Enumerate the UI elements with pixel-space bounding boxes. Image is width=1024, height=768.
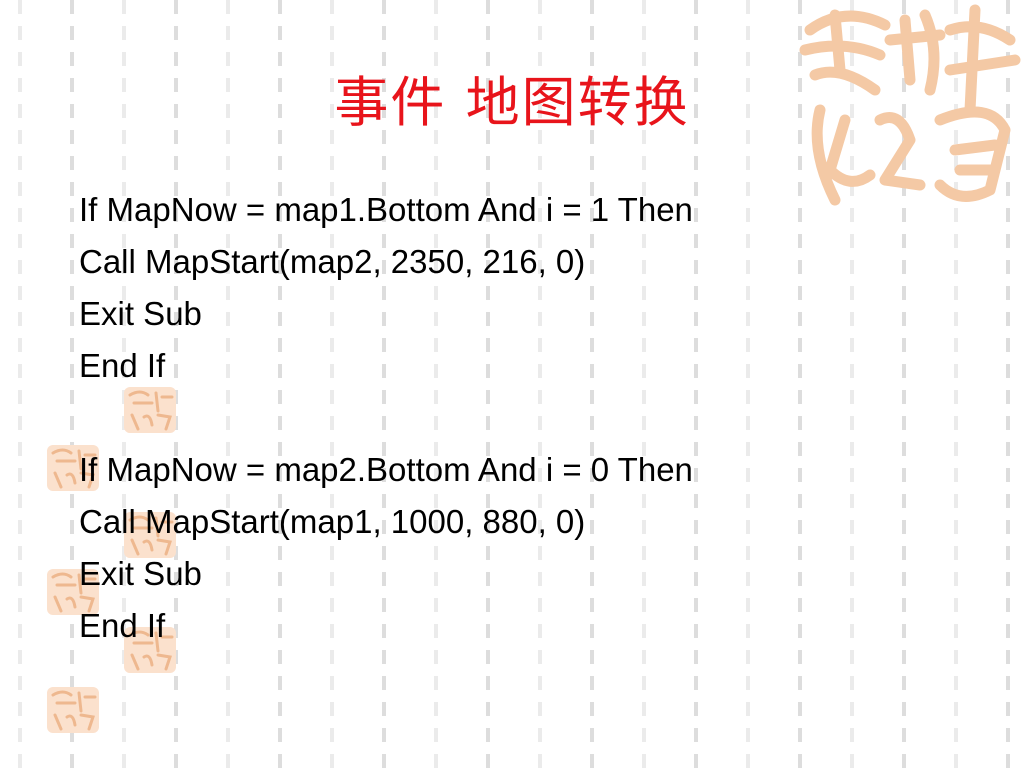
code-line: Exit Sub [79,555,202,592]
slide-title: 事件 地图转换 [334,71,690,134]
code-line: Exit Sub [79,295,202,332]
calligraphy-seal-icon [124,512,176,558]
calligraphy-seal-icon [47,445,99,491]
code-line: Call MapStart(map2, 2350, 216, 0) [79,243,586,280]
calligraphy-seal-icon [47,569,99,615]
code-line: End If [79,607,166,644]
code-line: If MapNow = map1.Bottom And i = 1 Then [79,191,693,228]
calligraphy-seal-icon [124,387,176,433]
calligraphy-seal-icon [47,687,99,733]
code-block: If MapNow = map1.Bottom And i = 1 Then C… [79,184,693,652]
code-line-blank [79,392,693,444]
code-line: End If [79,347,166,384]
code-line: Call MapStart(map1, 1000, 880, 0) [79,503,586,540]
calligraphy-seal-icon [124,627,176,673]
calligraphy-seal-icon [799,4,1021,206]
code-line: If MapNow = map2.Bottom And i = 0 Then [79,451,693,488]
